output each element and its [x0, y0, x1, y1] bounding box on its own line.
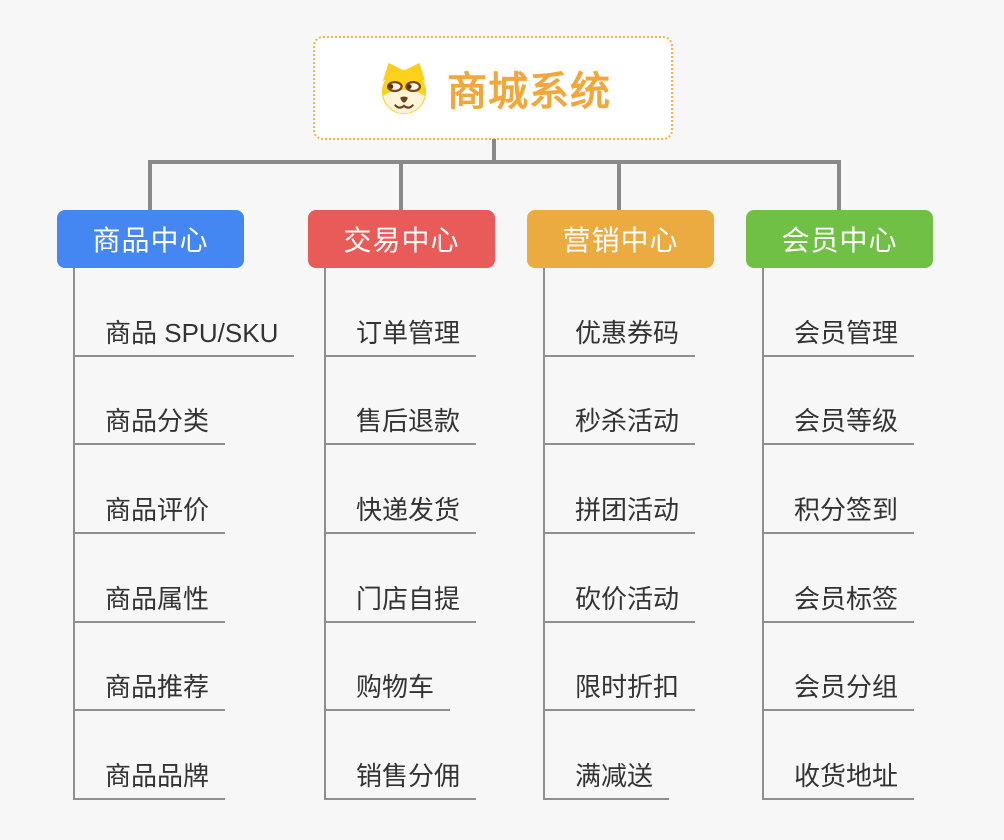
subtopic[interactable]: 购物车 [326, 623, 451, 712]
subtopic[interactable]: 优惠券码 [545, 268, 696, 357]
subtopic[interactable]: 会员标签 [764, 534, 915, 623]
root-node[interactable]: 商城系统 [313, 36, 673, 140]
subtopic[interactable]: 收货地址 [764, 711, 915, 801]
subtopic[interactable]: 订单管理 [326, 268, 477, 357]
subtopic[interactable]: 快递发货 [326, 445, 477, 535]
subtopic[interactable]: 满减送 [545, 711, 670, 801]
branch-topic[interactable]: 交易中心 [308, 210, 495, 268]
connector-drop-2 [399, 162, 403, 212]
branch-4: 会员中心会员管理会员等级积分签到会员标签会员分组收货地址 [746, 210, 966, 801]
branch-topic[interactable]: 会员中心 [746, 210, 933, 268]
connector-horizontal-rail [148, 160, 841, 164]
subtopic[interactable]: 会员管理 [764, 268, 915, 357]
subtopic-list: 优惠券码秒杀活动拼团活动砍价活动限时折扣满减送 [543, 268, 747, 801]
connector-drop-4 [837, 162, 841, 212]
subtopic[interactable]: 商品品牌 [75, 711, 226, 801]
subtopic[interactable]: 门店自提 [326, 534, 477, 623]
subtopic-list: 会员管理会员等级积分签到会员标签会员分组收货地址 [762, 268, 966, 801]
subtopic[interactable]: 商品属性 [75, 534, 226, 623]
subtopic[interactable]: 商品评价 [75, 445, 226, 535]
subtopic[interactable]: 限时折扣 [545, 623, 696, 712]
subtopic-list: 订单管理售后退款快递发货门店自提购物车销售分佣 [324, 268, 528, 801]
connector-root-stem [492, 139, 496, 162]
subtopic[interactable]: 售后退款 [326, 357, 477, 446]
connector-drop-1 [148, 162, 152, 212]
subtopic[interactable]: 商品分类 [75, 357, 226, 446]
connector-drop-3 [617, 162, 621, 212]
subtopic[interactable]: 商品 SPU/SKU [75, 268, 295, 357]
branch-3: 营销中心优惠券码秒杀活动拼团活动砍价活动限时折扣满减送 [527, 210, 747, 801]
subtopic[interactable]: 销售分佣 [326, 711, 477, 801]
subtopic[interactable]: 拼团活动 [545, 445, 696, 535]
branch-topic[interactable]: 营销中心 [527, 210, 714, 268]
subtopic[interactable]: 商品推荐 [75, 623, 226, 712]
dog-face-icon [375, 61, 433, 115]
subtopic[interactable]: 砍价活动 [545, 534, 696, 623]
subtopic[interactable]: 积分签到 [764, 445, 915, 535]
subtopic[interactable]: 秒杀活动 [545, 357, 696, 446]
root-title: 商城系统 [447, 70, 611, 114]
subtopic[interactable]: 会员分组 [764, 623, 915, 712]
branch-topic[interactable]: 商品中心 [57, 210, 244, 268]
branch-2: 交易中心订单管理售后退款快递发货门店自提购物车销售分佣 [308, 210, 528, 801]
subtopic[interactable]: 会员等级 [764, 357, 915, 446]
